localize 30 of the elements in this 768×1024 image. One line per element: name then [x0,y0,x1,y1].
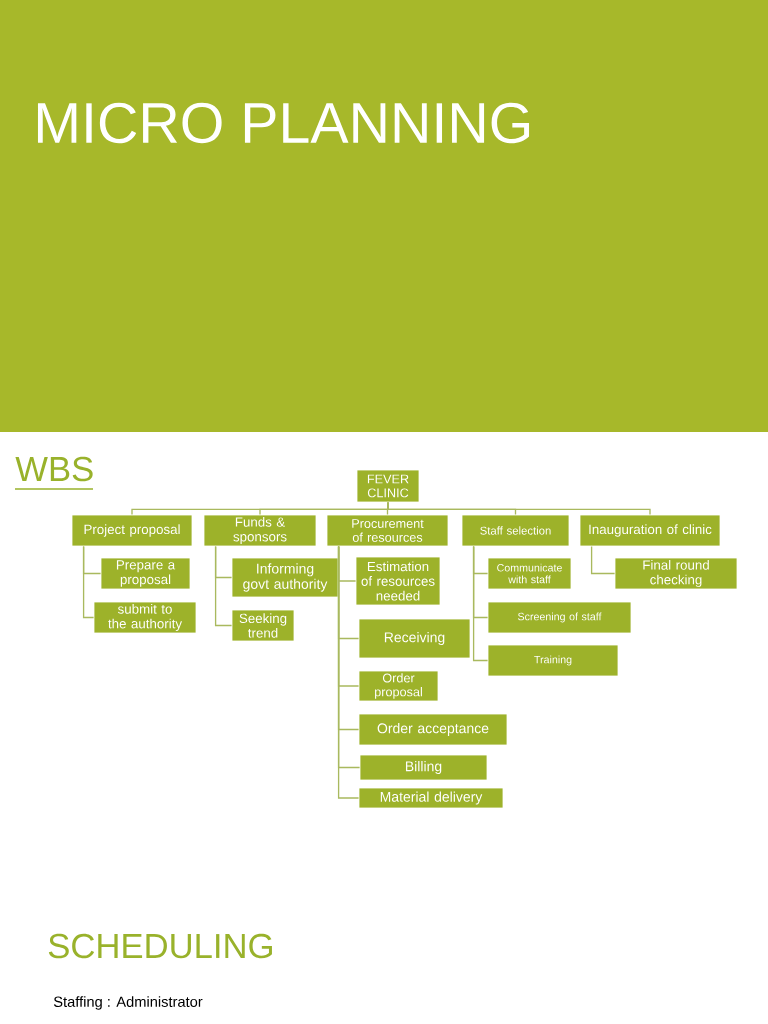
body-text: Staffing : Administrator [53,996,203,1010]
wbs-box: Billing [359,754,488,781]
connector-line [82,545,95,619]
wbs-box: Communicate with staff [487,557,572,590]
wbs-box: FEVER CLINIC [356,469,420,503]
section-heading: WBS [15,456,93,482]
wbs-box: Material delivery [358,787,504,809]
wbs-box: Inauguration of clinic [579,514,721,547]
wbs-box: Staff selection [461,514,570,547]
wbs-box: Project proposal [71,514,193,547]
slide-title: MICRO PLANNING [37,102,530,144]
connector-line [590,545,616,575]
connector-line [337,545,360,799]
connector-line [214,545,233,627]
wbs-box: Receiving [358,618,471,659]
wbs-box: submit to the authority [93,601,197,634]
wbs-box: Screening of staff [487,601,632,634]
wbs-box: Estimation of resources needed [355,556,441,606]
wbs-box: Funds & sponsors [203,514,317,547]
wbs-box: Seeking trend [231,609,295,642]
section-heading: SCHEDULING [48,933,272,959]
wbs-box: Order acceptance [358,713,508,746]
wbs-box: Procurement of resources [326,514,449,547]
wbs-box: Final round checking [614,557,738,590]
wbs-box: Order proposal [358,670,439,702]
connector-line [472,545,489,662]
wbs-box: Prepare a proposal [100,557,191,590]
wbs-box: Training [487,644,619,677]
wbs-box: Informing govt authority [231,557,339,598]
connector-line [387,501,651,516]
